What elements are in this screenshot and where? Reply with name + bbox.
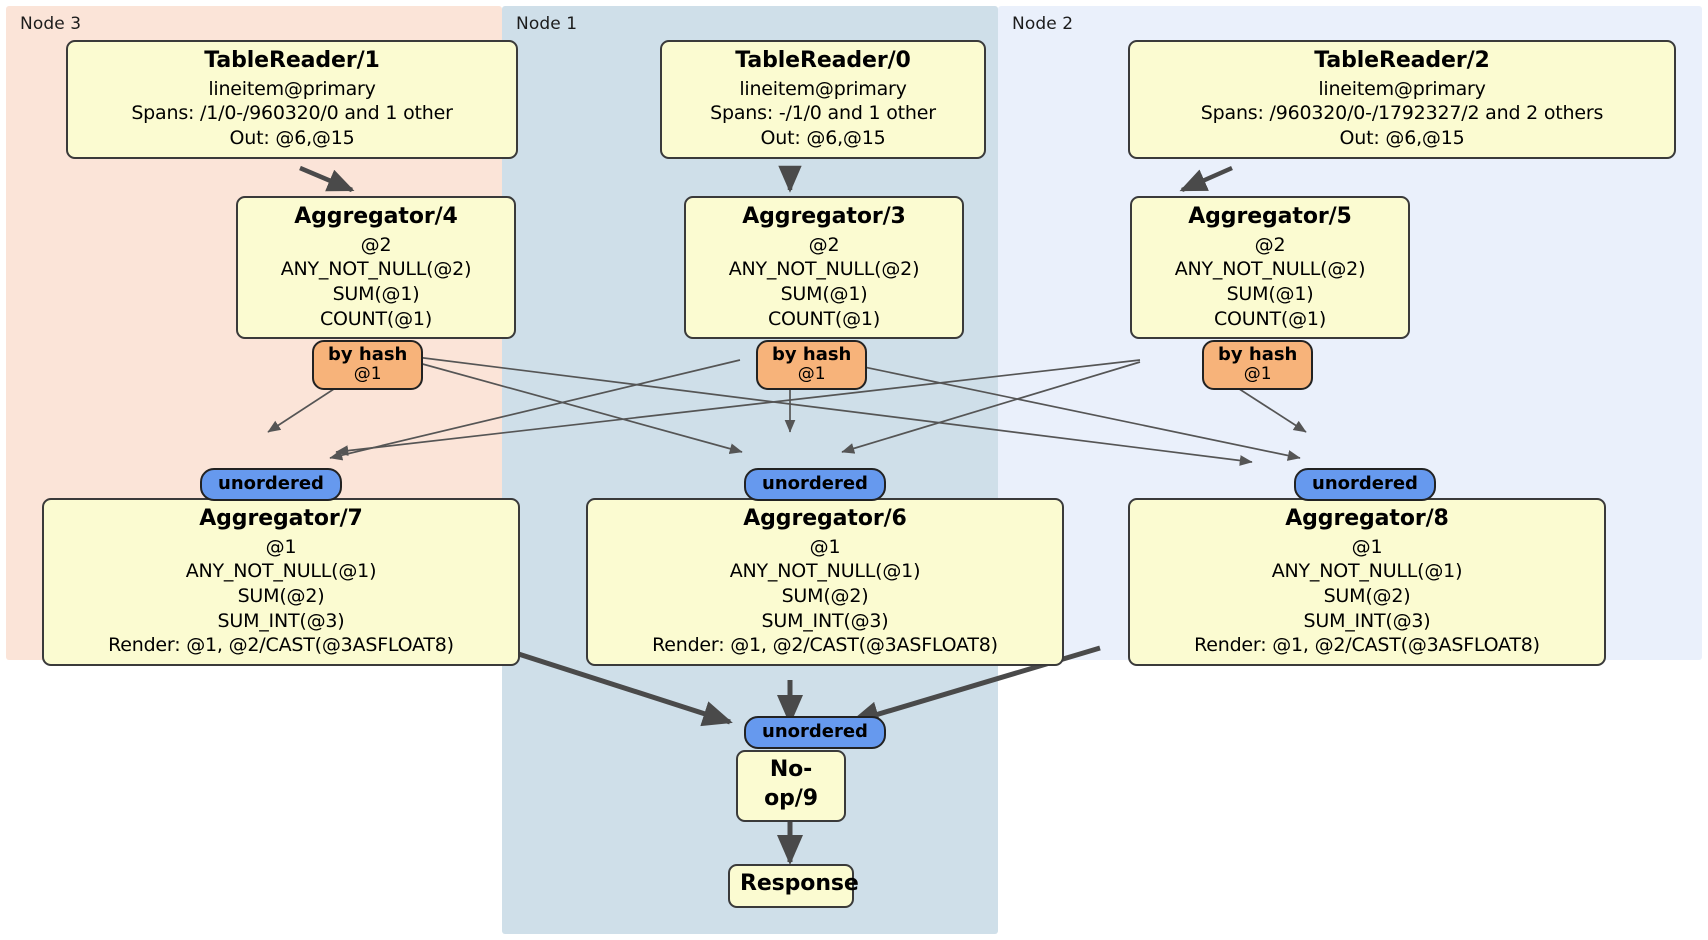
processor-noop-9[interactable]: No-op/9 (736, 750, 846, 823)
processor-title: No-op/9 (764, 757, 818, 811)
processor-detail-line: SUM(@1) (780, 282, 868, 305)
processor-tablereader-2[interactable]: TableReader/2 lineitem@primary Spans: /9… (1128, 40, 1676, 159)
synchronizer-unordered-center[interactable]: unordered (744, 468, 886, 502)
processor-detail-line: SUM(@2) (237, 584, 325, 607)
processor-title: TableReader/0 (735, 48, 911, 73)
processor-title: TableReader/2 (1314, 48, 1490, 73)
processor-detail-line: Out: @6,@15 (229, 126, 355, 149)
processor-aggregator-3[interactable]: Aggregator/3 @2 ANY_NOT_NULL(@2) SUM(@1)… (684, 196, 964, 340)
processor-detail-line: @1 (265, 535, 297, 558)
processor-tablereader-0[interactable]: TableReader/0 lineitem@primary Spans: -/… (660, 40, 986, 159)
processor-detail-line: Render: @1, @2/CAST(@3ASFLOAT8) (652, 634, 998, 657)
processor-detail-line: ANY_NOT_NULL(@2) (728, 258, 920, 281)
router-kind-label: by hash (328, 344, 408, 365)
processor-detail-line: Out: @6,@15 (1339, 126, 1465, 149)
processor-aggregator-8[interactable]: Aggregator/8 @1 ANY_NOT_NULL(@1) SUM(@2)… (1128, 498, 1606, 667)
router-kind-label: by hash (1218, 344, 1298, 365)
processor-detail-line: Spans: /1/0-/960320/0 and 1 other (131, 102, 453, 125)
router-column-label: @1 (1243, 364, 1272, 385)
processor-detail-line: Spans: -/1/0 and 1 other (710, 102, 936, 125)
synchronizer-unordered-right[interactable]: unordered (1294, 468, 1436, 502)
processor-detail-line: SUM(@1) (332, 282, 420, 305)
processor-title: Response (740, 871, 859, 896)
processor-aggregator-5[interactable]: Aggregator/5 @2 ANY_NOT_NULL(@2) SUM(@1)… (1130, 196, 1410, 340)
node-label-node1: Node 1 (516, 14, 578, 34)
processor-detail-line: COUNT(@1) (767, 307, 881, 330)
processor-detail-line: COUNT(@1) (319, 307, 433, 330)
router-hash-right[interactable]: by hash @1 (1202, 340, 1314, 391)
processor-detail-line: Render: @1, @2/CAST(@3ASFLOAT8) (108, 634, 454, 657)
processor-detail-line: SUM_INT(@3) (1303, 609, 1431, 632)
processor-detail-line: Out: @6,@15 (760, 126, 886, 149)
processor-response[interactable]: Response (728, 864, 859, 908)
processor-detail-line: SUM(@1) (1226, 282, 1314, 305)
processor-detail-line: ANY_NOT_NULL(@2) (280, 258, 472, 281)
synchronizer-unordered-left[interactable]: unordered (200, 468, 342, 502)
processor-title: Aggregator/6 (743, 506, 907, 531)
router-hash-center[interactable]: by hash @1 (756, 340, 868, 391)
processor-title: Aggregator/8 (1285, 506, 1449, 531)
processor-detail-line: lineitem@primary (208, 77, 376, 100)
processor-title: TableReader/1 (204, 48, 380, 73)
router-column-label: @1 (797, 364, 826, 385)
processor-detail-line: @2 (360, 233, 392, 256)
processor-detail-line: ANY_NOT_NULL(@1) (185, 560, 377, 583)
processor-aggregator-6[interactable]: Aggregator/6 @1 ANY_NOT_NULL(@1) SUM(@2)… (586, 498, 1064, 667)
processor-title: Aggregator/3 (742, 204, 906, 229)
processor-detail-line: COUNT(@1) (1213, 307, 1327, 330)
synchronizer-unordered-final[interactable]: unordered (744, 716, 886, 750)
processor-detail-line: SUM_INT(@3) (761, 609, 889, 632)
processor-aggregator-4[interactable]: Aggregator/4 @2 ANY_NOT_NULL(@2) SUM(@1)… (236, 196, 516, 340)
processor-detail-line: SUM_INT(@3) (217, 609, 345, 632)
node-label-node2: Node 2 (1012, 14, 1074, 34)
processor-detail-line: @2 (808, 233, 840, 256)
processor-detail-line: ANY_NOT_NULL(@1) (1271, 560, 1463, 583)
processor-tablereader-1[interactable]: TableReader/1 lineitem@primary Spans: /1… (66, 40, 518, 159)
processor-detail-line: SUM(@2) (1323, 584, 1411, 607)
processor-detail-line: @1 (1351, 535, 1383, 558)
router-column-label: @1 (353, 364, 382, 385)
processor-detail-line: SUM(@2) (781, 584, 869, 607)
processor-detail-line: lineitem@primary (739, 77, 907, 100)
processor-detail-line: @2 (1254, 233, 1286, 256)
processor-detail-line: @1 (809, 535, 841, 558)
processor-detail-line: Spans: /960320/0-/1792327/2 and 2 others (1200, 102, 1604, 125)
processor-aggregator-7[interactable]: Aggregator/7 @1 ANY_NOT_NULL(@1) SUM(@2)… (42, 498, 520, 667)
processor-title: Aggregator/5 (1188, 204, 1352, 229)
processor-title: Aggregator/7 (199, 506, 363, 531)
node-label-node3: Node 3 (20, 14, 82, 34)
processor-title: Aggregator/4 (294, 204, 458, 229)
router-hash-left[interactable]: by hash @1 (312, 340, 424, 391)
processor-detail-line: ANY_NOT_NULL(@2) (1174, 258, 1366, 281)
processor-detail-line: Render: @1, @2/CAST(@3ASFLOAT8) (1194, 634, 1540, 657)
processor-detail-line: lineitem@primary (1318, 77, 1486, 100)
processor-detail-line: ANY_NOT_NULL(@1) (729, 560, 921, 583)
router-kind-label: by hash (772, 344, 852, 365)
